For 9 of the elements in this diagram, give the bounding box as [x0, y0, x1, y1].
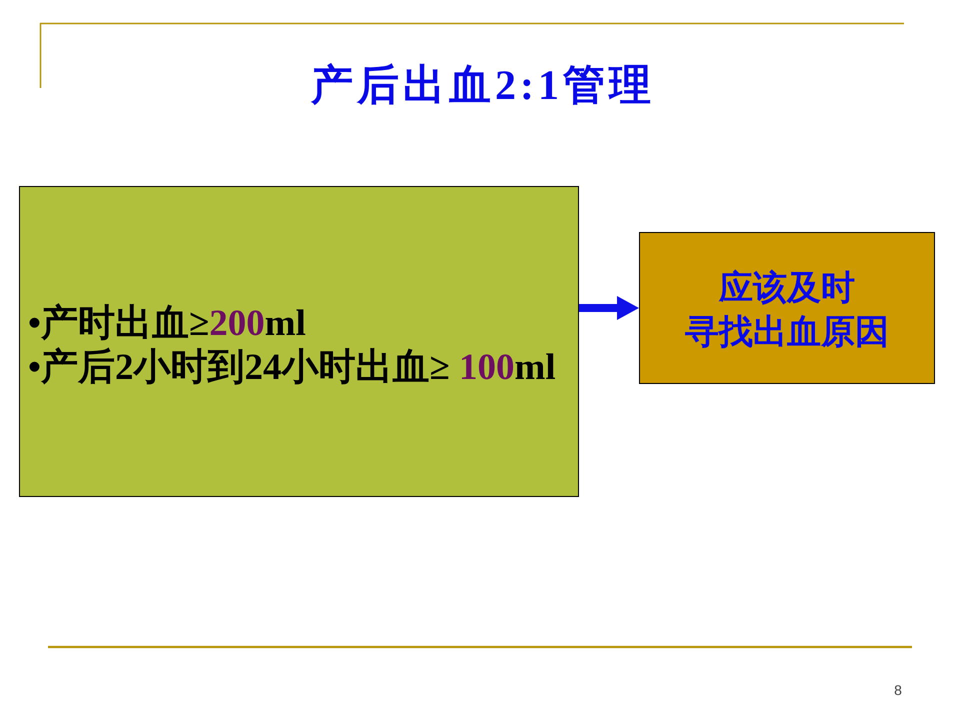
bullet-text: •产后2小时到24小时出血≥ 100ml [28, 347, 556, 390]
arrow [579, 296, 639, 320]
page-number: 8 [893, 681, 903, 699]
box-text: 寻找出血原因 [685, 311, 889, 354]
title: 产后出血2:1管理 [311, 62, 655, 111]
box-text: 应该及时 [719, 266, 855, 309]
criteria-box [19, 186, 579, 497]
bullet-text: •产时出血≥200ml [28, 303, 306, 346]
action-box [639, 232, 935, 384]
